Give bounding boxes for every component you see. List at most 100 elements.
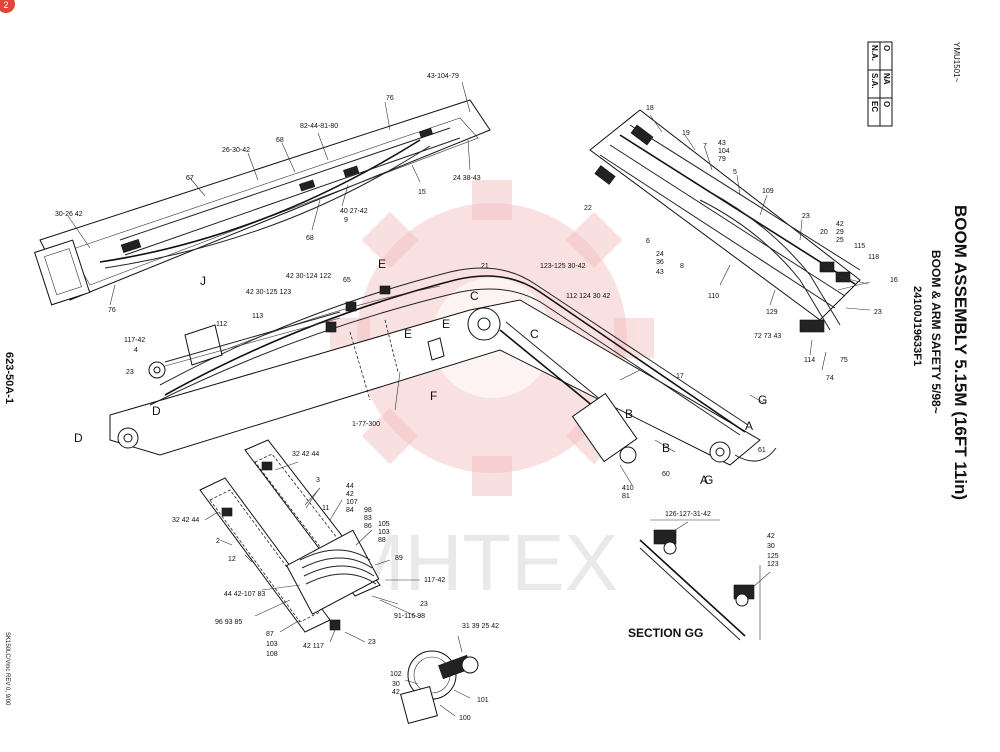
view-letter: J	[200, 274, 206, 288]
part-callout: 74	[826, 375, 834, 382]
boom-tip-detail-view	[589, 109, 871, 371]
part-callout: 65	[343, 277, 351, 284]
part-callout: 19	[682, 130, 690, 137]
part-callout: 2	[216, 538, 220, 545]
part-callout: 21	[481, 263, 489, 270]
part-callout: 23	[802, 213, 810, 220]
part-callout: 3	[316, 477, 320, 484]
part-callout: 101	[477, 697, 489, 704]
part-callout: 86	[364, 523, 372, 530]
part-callout: 118	[868, 254, 879, 261]
part-codes: 24100J19633F1	[911, 286, 923, 366]
part-callout: 104	[718, 148, 730, 155]
part-callout: 23	[420, 601, 428, 608]
part-callout: 4	[134, 347, 138, 354]
part-callout: 68	[276, 137, 284, 144]
section-gg-view	[639, 519, 771, 641]
part-callout: 42	[836, 221, 844, 228]
part-callout: 1-77-300	[352, 421, 380, 428]
part-callout: 126-127-31-42	[665, 511, 711, 518]
part-callout: 25	[836, 237, 844, 244]
part-callout: 75	[840, 357, 848, 364]
part-callout: 42	[392, 689, 400, 696]
part-callout: 15	[418, 189, 426, 196]
section-gg-label: SECTION GG	[628, 626, 703, 640]
part-callout: 5	[733, 169, 737, 176]
availability-legend	[867, 41, 893, 127]
part-callout: 18	[646, 105, 654, 112]
part-callout: 112	[216, 321, 227, 328]
page-number: 623-50A-1	[3, 352, 15, 404]
part-callout: 129	[766, 309, 778, 316]
view-letter: A	[700, 473, 708, 487]
part-callout: 22	[584, 205, 592, 212]
serial-range: YMU1501~	[952, 42, 961, 83]
part-callout: 81	[622, 493, 630, 500]
part-callout: 103	[266, 641, 278, 648]
part-callout: 96 93 85	[215, 619, 242, 626]
part-callout: 117-42	[124, 337, 145, 344]
page-subtitle: BOOM & ARM SAFETY 5/98~	[929, 250, 943, 414]
view-letter: C	[470, 289, 479, 303]
part-callout: 102	[390, 671, 402, 678]
part-callout: 117-42	[424, 577, 445, 584]
page-badge: 2	[3, 0, 8, 10]
part-callout: 42	[767, 533, 775, 540]
part-callout: 89	[395, 555, 403, 562]
view-letter: F	[430, 389, 437, 403]
boom-main-view	[109, 267, 777, 486]
part-callout: 72 73 43	[754, 333, 781, 340]
part-callout: 20	[820, 229, 828, 236]
part-callout: 23	[126, 369, 134, 376]
part-callout: 109	[762, 188, 774, 195]
part-callout: 82-44-81-80	[300, 123, 338, 130]
legend-value: O	[882, 101, 891, 107]
part-callout: 42 117	[303, 643, 324, 650]
part-callout: 32 42 44	[292, 451, 319, 458]
part-callout: 103	[378, 529, 390, 536]
view-letter: E	[378, 257, 386, 271]
part-callout: 43	[718, 140, 726, 147]
part-callout: 105	[378, 521, 390, 528]
part-callout: 11	[322, 505, 329, 512]
part-callout: 32 42 44	[172, 517, 199, 524]
part-callout: 31 39 25 42	[462, 623, 499, 630]
part-callout: 123	[767, 561, 779, 568]
part-callout: 410	[622, 485, 634, 492]
legend-header: N.A.	[870, 45, 879, 61]
part-callout: 7	[703, 143, 707, 150]
view-letter: G	[704, 473, 713, 487]
part-callout: 98	[364, 507, 372, 514]
part-callout: 108	[266, 651, 278, 658]
part-callout: 12	[228, 556, 236, 563]
legend-value: NA	[882, 73, 891, 85]
part-callout: 114	[804, 357, 815, 364]
view-letter: C	[530, 327, 539, 341]
arm-assembly-view	[34, 81, 491, 306]
legend-header: S.A.	[870, 73, 879, 89]
view-letter: E	[404, 327, 412, 341]
part-callout: 6	[646, 238, 650, 245]
part-callout: 84	[346, 507, 354, 514]
part-callout: 76	[108, 307, 116, 314]
part-callout: 100	[459, 715, 471, 722]
part-callout: 79	[718, 156, 726, 163]
part-callout: 44 42-107 83	[224, 591, 265, 598]
part-callout: 36	[656, 259, 664, 266]
part-callout: 16	[890, 277, 898, 284]
view-letter: A	[745, 419, 753, 433]
legend-value: O	[882, 45, 891, 51]
part-callout: 68	[306, 235, 314, 242]
part-callout: 42	[346, 491, 354, 498]
part-callout: 42 30-124 122	[286, 273, 331, 280]
view-letter: G	[758, 393, 767, 407]
part-callout: 61	[758, 447, 766, 454]
part-callout: 43	[656, 269, 664, 276]
part-callout: 8	[680, 263, 684, 270]
part-callout: 17	[676, 373, 684, 380]
part-callout: 88	[378, 537, 386, 544]
part-callout: 67	[186, 175, 194, 182]
watermark-text: МНТЕХ	[338, 518, 618, 607]
